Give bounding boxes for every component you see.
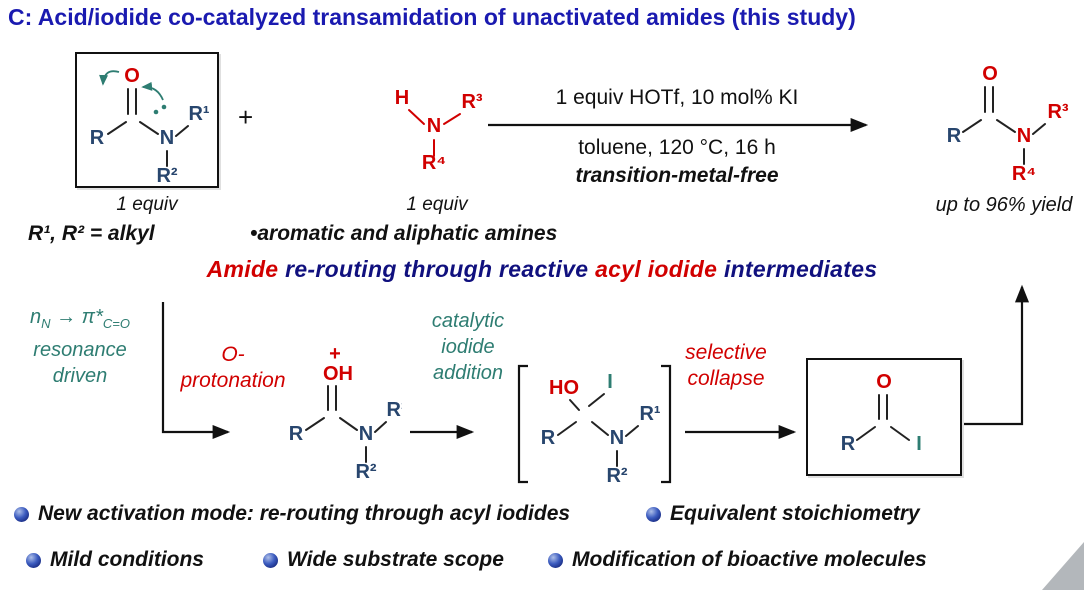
step3-line2: collapse: [687, 367, 765, 390]
atom-N: N: [610, 427, 624, 449]
atom-R4: R⁴: [422, 152, 446, 172]
resonance-formula: nN → π*C=O: [2, 304, 158, 337]
banner-segment: Amide: [206, 256, 286, 282]
bullet-icon: [14, 506, 29, 522]
left-bracket: [517, 364, 528, 484]
conditions-line1: 1 equiv HOTf, 10 mol% KI: [555, 86, 799, 109]
atom-I: I: [607, 371, 613, 393]
atom-R3: R³: [461, 91, 482, 113]
highlight-banner: Amide re-routing through reactive acyl i…: [0, 256, 1084, 283]
figure-title: C: Acid/iodide co-catalyzed transamidati…: [8, 4, 856, 30]
bullet-text: Equivalent stoichiometry: [670, 502, 920, 525]
step2-line2: iodide: [441, 336, 495, 358]
atom-O: O: [124, 65, 140, 87]
step-collapse-label: selective collapse: [674, 340, 778, 392]
atom-R2: R²: [355, 461, 376, 483]
conditions-line2: toluene, 120 °C, 16 h: [578, 136, 776, 159]
atom-R1: R¹: [639, 403, 660, 425]
step1-line2: protonation: [180, 369, 286, 392]
bullet-text: Mild conditions: [50, 548, 204, 571]
step2-line3: addition: [432, 362, 504, 384]
atom-O: O: [876, 371, 892, 393]
amide-substituent-note: R¹, R² = alkyl: [28, 222, 155, 245]
amide-structure: O R N R¹ R²: [90, 65, 210, 187]
yield-label: up to 96% yield: [935, 194, 1073, 216]
atom-R: R: [541, 427, 556, 449]
conditions-line3: transition-metal-free: [575, 164, 779, 187]
formula-n: n: [30, 306, 42, 328]
step1-line1: O-: [221, 343, 245, 366]
atom-R: R: [947, 125, 962, 147]
amine-scope-note: •aromatic and aliphatic amines: [250, 222, 558, 245]
bonds: [962, 86, 1046, 165]
resonance-line3: driven: [52, 365, 108, 387]
plus-sign: +: [238, 102, 254, 132]
amide-box: O R N R¹ R²: [75, 52, 219, 188]
resonance-line2: resonance: [33, 339, 127, 361]
bonds: [305, 385, 387, 463]
bonds: [557, 393, 639, 467]
bullet-stoichiometry: Equivalent stoichiometry: [646, 502, 920, 526]
atom-R: R: [90, 127, 105, 149]
bullet-new-activation: New activation mode: re-routing through …: [14, 502, 570, 526]
resonance-curved-arrows: [99, 70, 164, 101]
acyl-iodide-structure: O R I: [841, 371, 922, 455]
bullet-text: Modification of bioactive molecules: [572, 548, 927, 571]
atom-R4: R⁴: [1012, 163, 1036, 184]
atom-R1: R¹: [386, 399, 402, 421]
amine-equiv-label: 1 equiv: [406, 194, 468, 215]
bullet-substrate-scope: Wide substrate scope: [263, 548, 504, 572]
bonds: [856, 394, 910, 441]
amine-structure: H N R³ R⁴: [395, 87, 483, 172]
atom-H: H: [395, 87, 409, 109]
product-structure: O R N R³ R⁴: [947, 63, 1069, 184]
atom-R: R: [841, 433, 856, 455]
bullet-icon: [548, 552, 563, 568]
tetrahedral-intermediate-structure: HO I R N R¹ R²: [517, 364, 672, 487]
acyl-iodide-box: O R I: [806, 358, 962, 476]
banner-segment: re-routing through reactive: [285, 256, 596, 282]
formula-arrow-pi: → π*: [50, 306, 103, 328]
step-protonation-label: O- protonation: [170, 342, 296, 394]
bullet-bioactive-molecules: Modification of bioactive molecules: [548, 548, 927, 572]
right-bracket: [661, 364, 672, 484]
step-iodide-addition-label: catalytic iodide addition: [416, 308, 520, 386]
plus-charge: +: [329, 346, 341, 365]
step2-line1: catalytic: [431, 310, 505, 332]
atom-O: O: [982, 63, 998, 85]
atom-HO: HO: [549, 377, 579, 399]
amide-equiv-label: 1 equiv: [116, 194, 178, 215]
atom-R2: R²: [606, 465, 627, 487]
product-return-arrow: [964, 284, 1030, 426]
formula-sub-co: C=O: [102, 316, 130, 331]
atom-I: I: [916, 433, 922, 455]
atom-R: R: [289, 423, 304, 445]
atom-N: N: [427, 115, 441, 137]
lone-pair-dots: [153, 104, 167, 115]
step3-line1: selective: [685, 341, 767, 364]
resonance-annotation: nN → π*C=O resonance driven: [2, 304, 158, 389]
bonds: [408, 109, 461, 157]
atom-N: N: [1017, 125, 1031, 147]
bullet-text: Wide substrate scope: [287, 548, 504, 571]
atom-N: N: [359, 423, 373, 445]
bullet-text: New activation mode: re-routing through …: [38, 502, 571, 525]
banner-segment: intermediates: [723, 256, 878, 282]
atom-N: N: [160, 127, 174, 149]
bonds: [107, 88, 189, 167]
bullet-icon: [26, 552, 41, 568]
formula-sub-n: N: [41, 316, 51, 331]
atom-R1: R¹: [188, 103, 209, 125]
atom-OH: OH: [323, 363, 353, 385]
bullet-mild-conditions: Mild conditions: [26, 548, 204, 572]
bullet-icon: [263, 552, 278, 568]
banner-segment: acyl iodide: [595, 256, 724, 282]
mechanism-entry-arrow: [161, 302, 231, 440]
atom-R2: R²: [156, 165, 177, 186]
atom-R3: R³: [1047, 101, 1068, 123]
protonated-amide-structure: + OH R N R¹ R²: [289, 346, 402, 483]
bullet-icon: [646, 506, 661, 522]
